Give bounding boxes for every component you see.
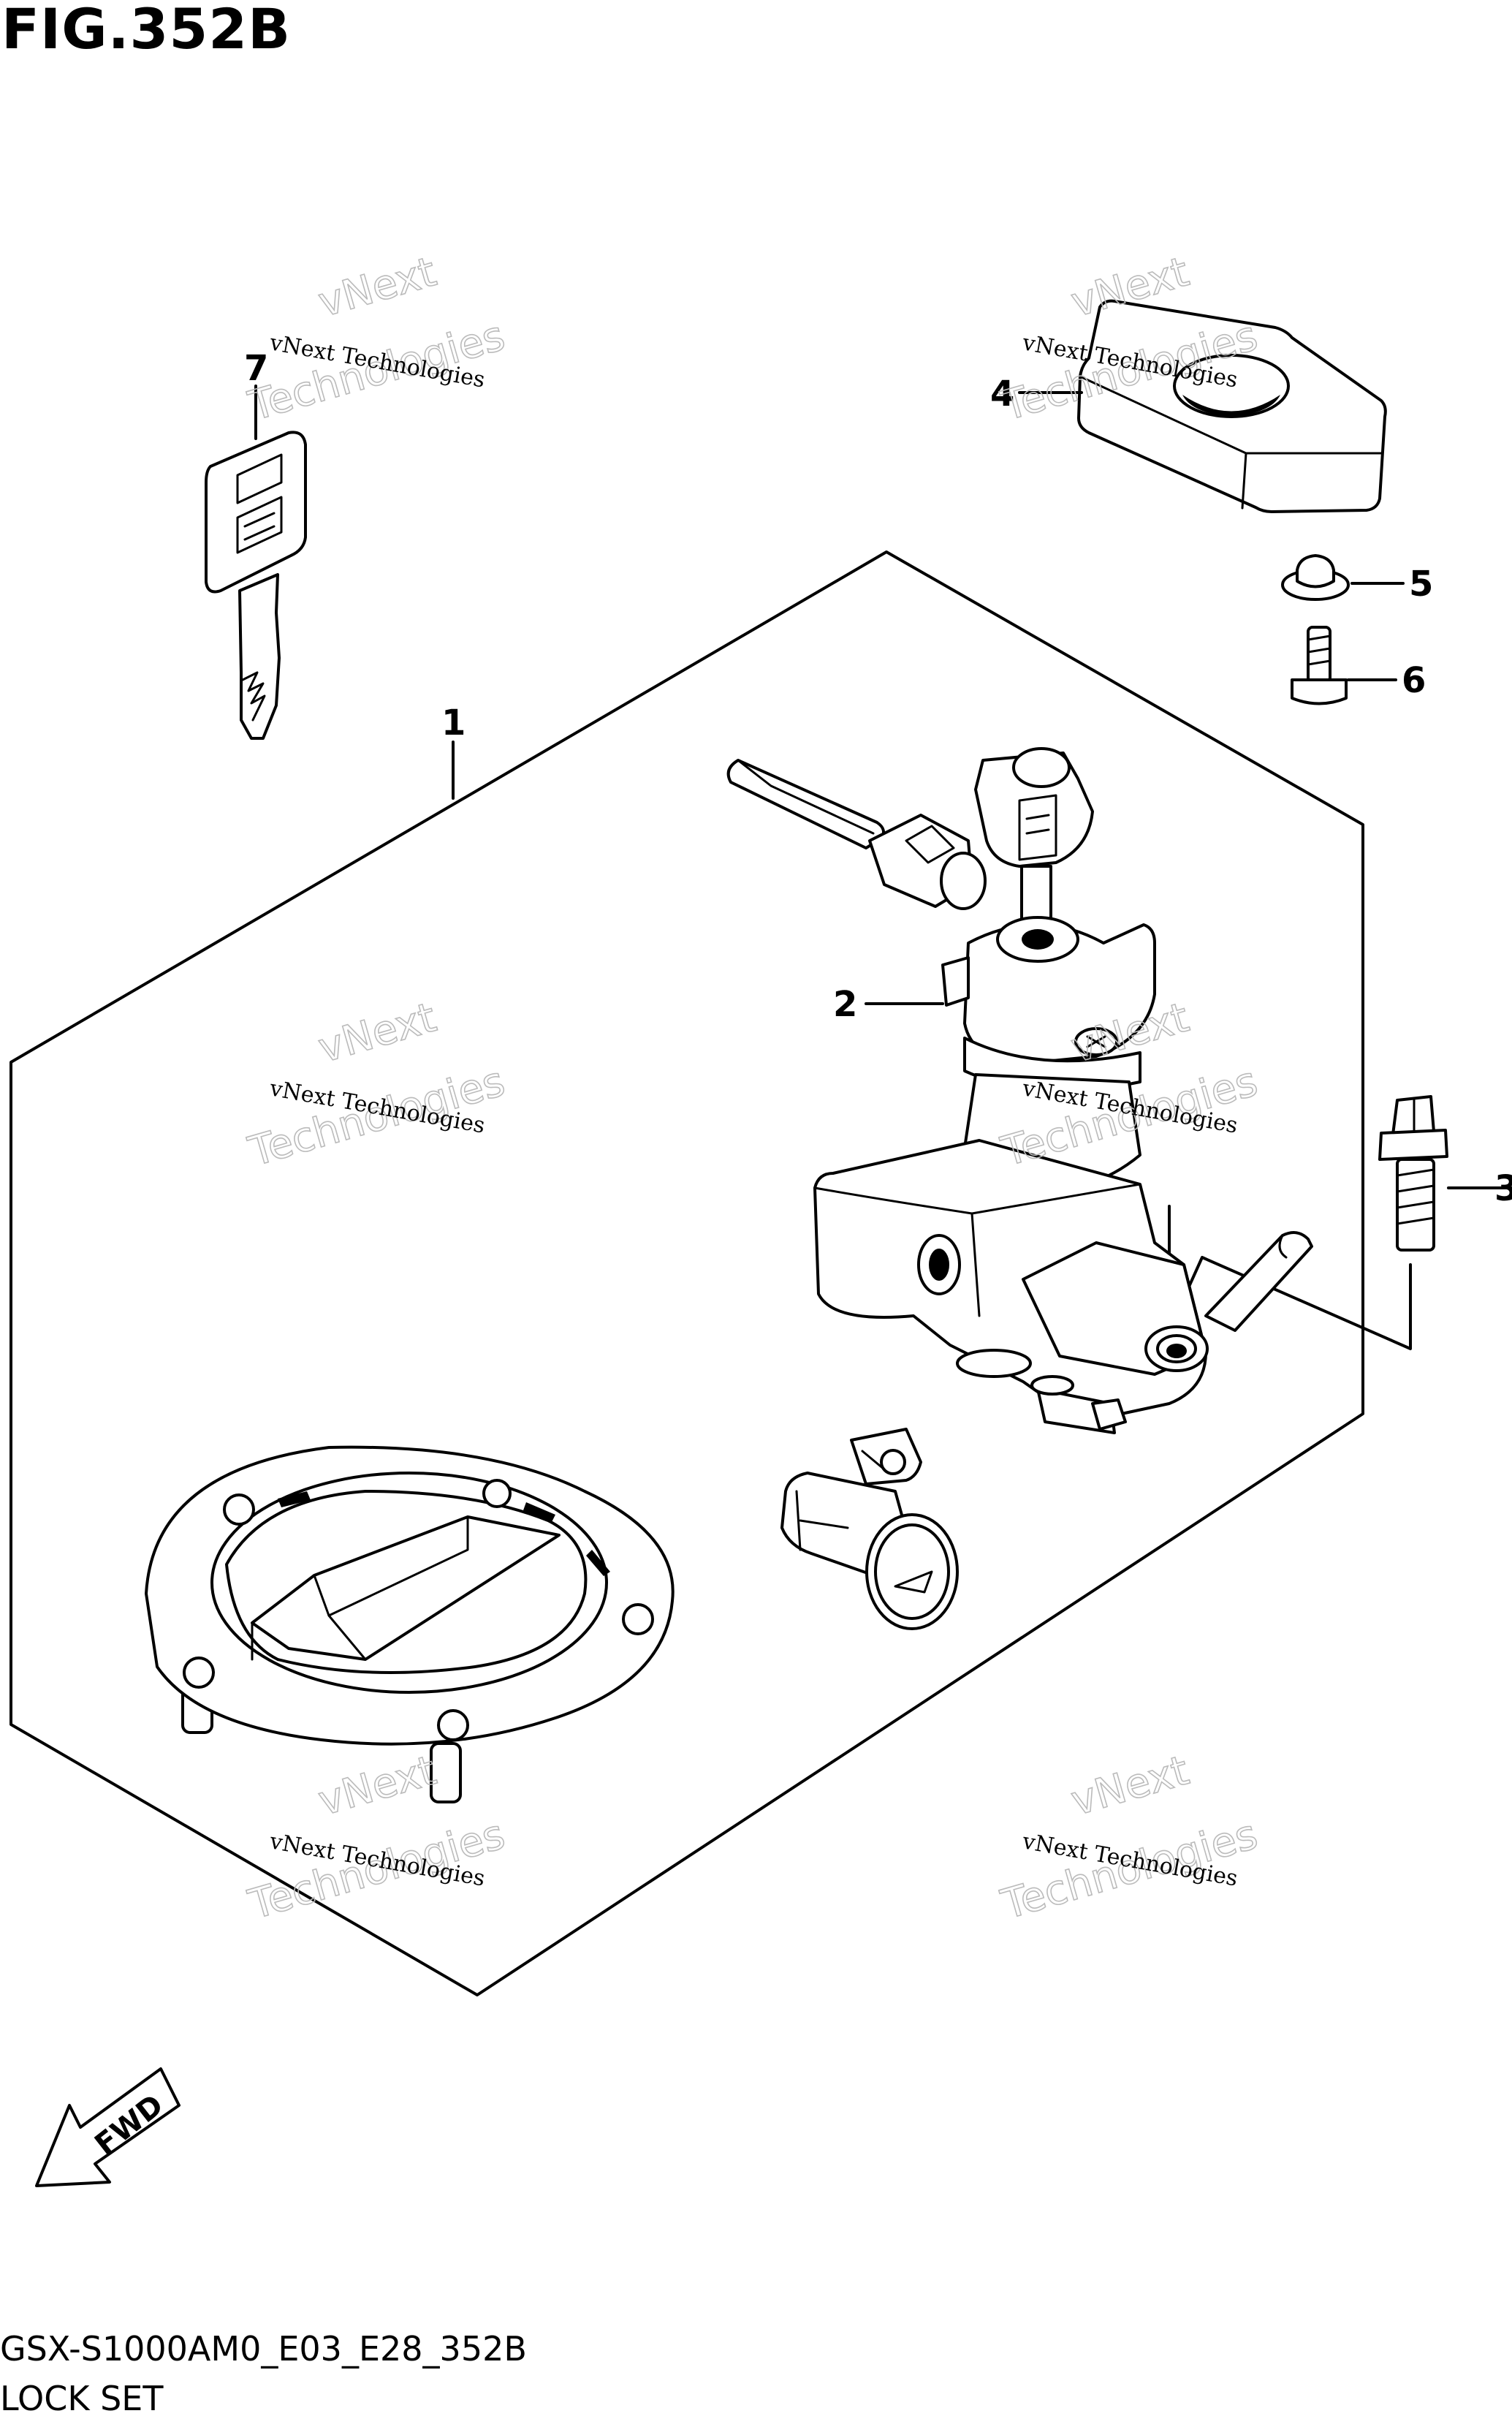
bolt-part (1378, 1095, 1448, 1252)
figure-code: GSX-S1000AM0_E03_E28_352B (0, 2329, 527, 2369)
callout-5: 5 (1409, 564, 1433, 605)
washer-part (1281, 554, 1350, 601)
leader-3-assembly (1168, 1205, 1412, 1350)
cover-part (1077, 299, 1387, 513)
callout-6: 6 (1402, 660, 1426, 701)
callout-7: 7 (244, 348, 268, 389)
figure-title: FIG.352B (1, 0, 292, 61)
fwd-arrow: FWD (35, 2067, 181, 2187)
figure-subtitle: LOCK SET (0, 2379, 164, 2418)
watermark-3: vNext Technologies (243, 993, 510, 1177)
lock-cylinder-part (780, 1428, 959, 1630)
ignition-switch-part (726, 747, 1313, 1434)
callout-1: 1 (441, 703, 466, 743)
svg-text:vNext: vNext (1066, 1746, 1194, 1825)
lock-set-frame (10, 550, 1364, 1996)
svg-text:vNext: vNext (314, 993, 441, 1072)
watermark-5: vNext Technologies (243, 1746, 510, 1930)
screw-part (1291, 626, 1348, 705)
watermark-6: vNext Technologies (995, 1746, 1263, 1930)
watermark-1: vNext Technologies (243, 248, 510, 431)
callout-2: 2 (833, 984, 857, 1025)
fuel-cap-ring-part (145, 1445, 675, 1803)
callout-4: 4 (990, 374, 1014, 414)
callout-3: 3 (1494, 1168, 1512, 1209)
key-part (205, 431, 307, 740)
svg-text:vNext: vNext (314, 248, 441, 327)
svg-text:vNext: vNext (314, 1746, 441, 1825)
